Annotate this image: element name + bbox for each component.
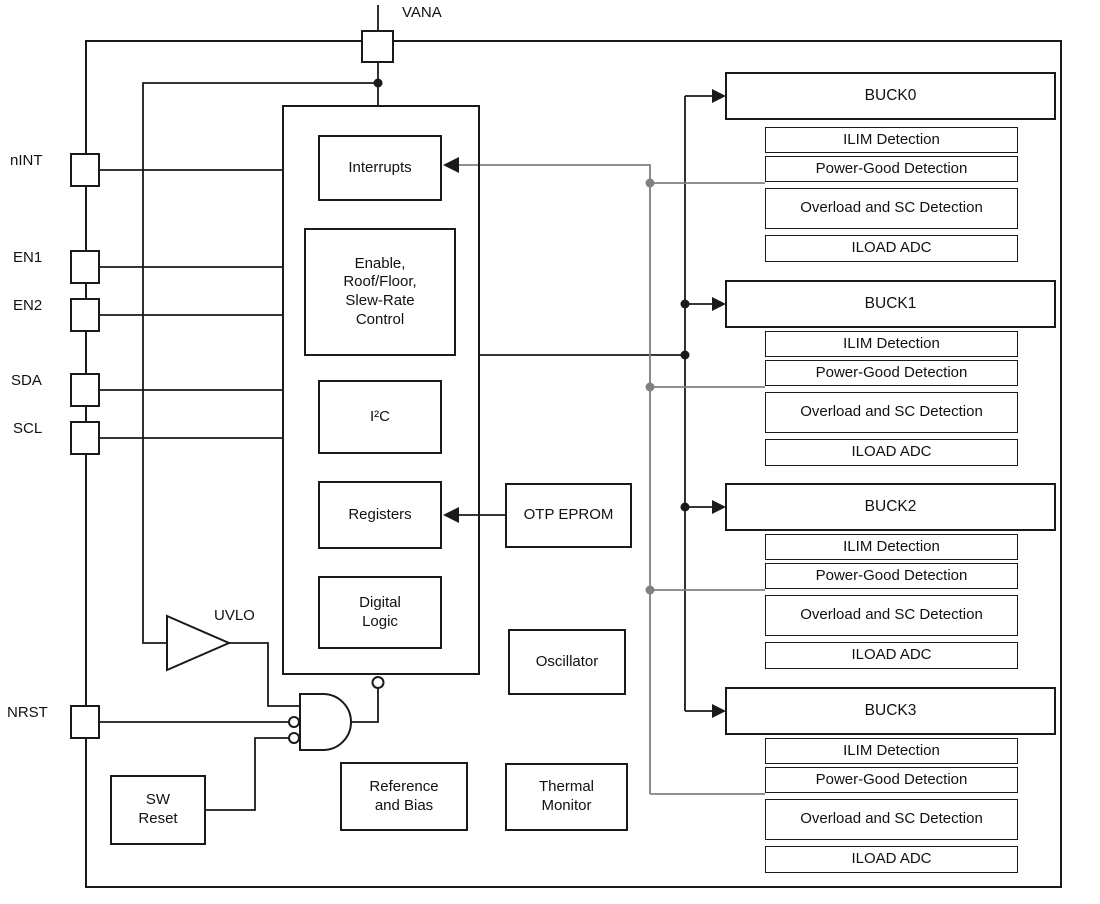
registers-block: Registers (318, 481, 442, 549)
buck-row: Overload and SC Detection (765, 188, 1018, 229)
uvlo-label: UVLO (214, 607, 255, 624)
buck-row: ILOAD ADC (765, 439, 1018, 466)
pin-label-en2: EN2 (13, 297, 43, 314)
pin-label-nrst: NRST (7, 704, 48, 721)
buck1-title: BUCK1 (725, 280, 1056, 328)
enable-control-block: Enable, Roof/Floor, Slew-Rate Control (304, 228, 456, 356)
enable-distribution-net (480, 89, 726, 718)
buck-row: ILOAD ADC (765, 846, 1018, 873)
pin-label-en1: EN1 (13, 249, 43, 266)
nint-pin-pad (70, 153, 100, 187)
otp-to-registers-arrow (443, 507, 505, 523)
buck-row: ILIM Detection (765, 738, 1018, 764)
vana-pin-pad (361, 30, 394, 63)
buck-row: Power-Good Detection (765, 563, 1018, 589)
pin-label-nint: nINT (10, 152, 43, 169)
buck-row: ILOAD ADC (765, 235, 1018, 262)
nrst-pin-pad (70, 705, 100, 739)
i2c-block: I²C (318, 380, 442, 454)
digital-logic-block: Digital Logic (318, 576, 442, 649)
buck-row: Overload and SC Detection (765, 799, 1018, 840)
buck-row: ILIM Detection (765, 127, 1018, 153)
sw-reset-net (206, 737, 289, 811)
en2-pin-pad (70, 298, 100, 332)
pin-label-scl: SCL (13, 420, 43, 437)
buck3-title: BUCK3 (725, 687, 1056, 735)
chip-boundary (85, 40, 1062, 888)
reset-gate (288, 676, 385, 751)
en1-pin-pad (70, 250, 100, 284)
buck2-title: BUCK2 (725, 483, 1056, 531)
buck0-title: BUCK0 (725, 72, 1056, 120)
interrupts-block: Interrupts (318, 135, 442, 201)
reference-bias-block: Reference and Bias (340, 762, 468, 831)
buck-row: ILOAD ADC (765, 642, 1018, 669)
buck-row: Power-Good Detection (765, 360, 1018, 386)
buck-row: ILIM Detection (765, 534, 1018, 560)
otp-eprom-block: OTP EPROM (505, 483, 632, 548)
uvlo-comparator (166, 614, 300, 707)
digital-core-block (282, 105, 480, 675)
pin-label-vana: VANA (402, 4, 442, 21)
buck-row: Overload and SC Detection (765, 595, 1018, 636)
interrupt-feedback-net (443, 157, 765, 795)
sw-reset-block: SW Reset (110, 775, 206, 845)
buck-row: Overload and SC Detection (765, 392, 1018, 433)
scl-pin-pad (70, 421, 100, 455)
oscillator-block: Oscillator (508, 629, 626, 695)
thermal-monitor-block: Thermal Monitor (505, 763, 628, 831)
buck-row: ILIM Detection (765, 331, 1018, 357)
pin-wires (100, 169, 289, 723)
buck-row: Power-Good Detection (765, 767, 1018, 793)
pin-label-sda: SDA (11, 372, 42, 389)
buck-row: Power-Good Detection (765, 156, 1018, 182)
sda-pin-pad (70, 373, 100, 407)
